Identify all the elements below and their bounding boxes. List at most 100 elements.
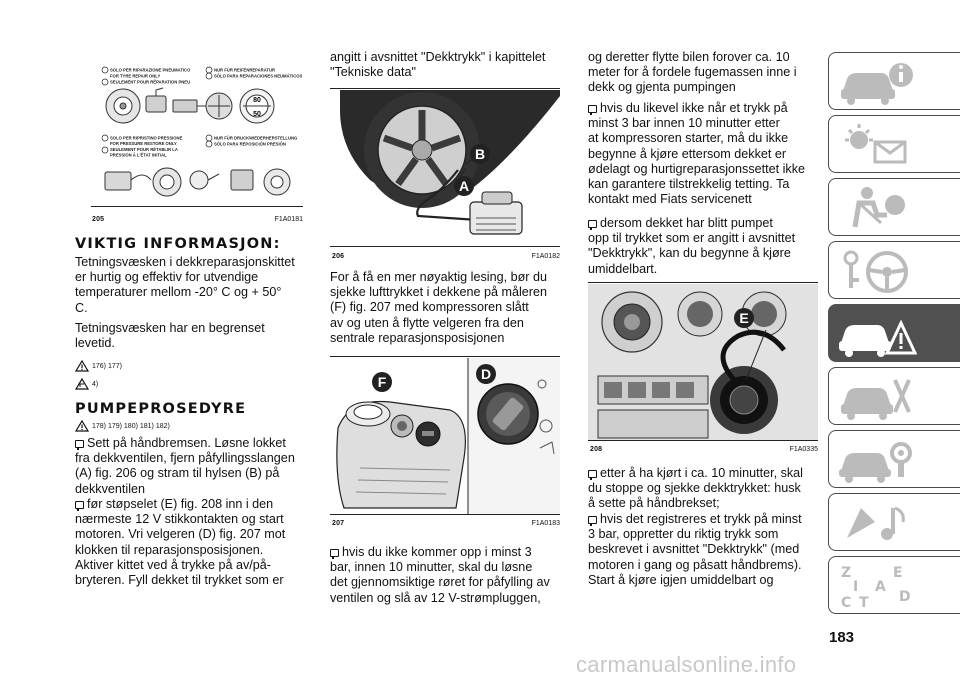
- fig205-code: F1A0181: [274, 216, 303, 223]
- col2-paragraph-1: angitt i avsnittet "Dekktrykk" i kapitte…: [330, 50, 545, 80]
- repair-kit-label-illustration: SOLO PER RIPARAZIONE PNEUMATICO FOR TYRE…: [91, 62, 303, 202]
- text-line: du stoppe og sjekke dekktrykket: husk: [588, 481, 801, 496]
- fig206-code: F1A0182: [531, 253, 560, 260]
- text-line: sjekke lufttrykket i dekkene på måleren: [330, 285, 547, 300]
- gauge-top-value: 80: [253, 97, 261, 104]
- warning-ref-1: 176) 177): [75, 360, 122, 372]
- text-line: det gjennomsiktige røret for påfylling a…: [330, 575, 550, 590]
- heading-viktig-informasjon: VIKTIG INFORMASJON:: [75, 236, 281, 252]
- fig207-number: 207: [332, 520, 345, 527]
- text-line: sentrale reparasjonsposisjonen: [330, 330, 505, 345]
- warning-triangle-icon: [75, 360, 89, 372]
- text-line: opp til trykket som er angitt i avsnitte…: [588, 231, 796, 246]
- maintenance-tools-icon: [841, 379, 911, 420]
- text-line: å sette på håndbrekset;: [588, 496, 720, 511]
- note-ref-text: 4): [92, 380, 99, 388]
- index-letter: T: [859, 595, 869, 611]
- chapter-tab-starting-driving[interactable]: [828, 241, 960, 299]
- text-line: er hurtig og effektiv for utvendige: [75, 270, 259, 285]
- text-line: dekkventilen: [75, 481, 146, 496]
- text-line: 3 bar, oppretter du riktig trykk som: [588, 527, 779, 542]
- fig205-label-9: NUR FÜR DRUCKWIEDERHERSTELLUNG: [214, 136, 297, 141]
- col3-paragraph-3: dersom dekket har blitt pumpet opp til t…: [588, 216, 795, 277]
- text-line: hvis du ikke kommer opp i minst 3: [330, 545, 550, 560]
- text-line: hvis du likevel ikke når et trykk på: [588, 101, 805, 116]
- text-line: ødelagt og hurtigreparasjonssettet ikke: [588, 161, 806, 176]
- warning-ref-text: 178) 179) 180) 181) 182): [92, 422, 170, 430]
- figure-207: F D: [330, 356, 560, 516]
- text-line: Start å kjøre igjen umiddelbart og: [588, 572, 774, 587]
- chapter-tab-car-info[interactable]: [828, 52, 960, 110]
- text-line: dersom dekket har blitt pumpet: [588, 216, 795, 231]
- dashboard-warning-icon: [845, 124, 907, 164]
- bullet-icon: [588, 105, 597, 115]
- note-ref-1: 4): [75, 378, 98, 390]
- text-line: Aktiver kittet ved å trykke på av/på-: [75, 557, 271, 572]
- text-line: beskrevet i avsnittet "Dekktrykk" (med: [588, 542, 800, 557]
- label-e-badge: E: [734, 308, 754, 328]
- chapter-tab-maintenance[interactable]: [828, 367, 960, 425]
- col1-paragraph-4: før støpselet (E) fig. 208 inn i den nær…: [75, 497, 285, 588]
- power-socket-illustration: [588, 284, 818, 440]
- text-line: bryteren. Fyll dekket til trykket som er: [75, 573, 284, 588]
- col3-paragraph-4: etter å ha kjørt i ca. 10 minutter, skal…: [588, 466, 803, 512]
- gauge-bottom-value: 50: [253, 111, 261, 118]
- text-line: dekk og gjenta pumpingen: [588, 80, 736, 95]
- warning-ref-2: 178) 179) 180) 181) 182): [75, 420, 170, 432]
- text-line: at kompressoren starter, må du ikke: [588, 131, 789, 146]
- fig208-number: 208: [590, 446, 603, 453]
- page-number: 183: [829, 629, 855, 646]
- compressor-selector-illustration: [336, 358, 560, 514]
- fig205-label-0: SOLO PER RIPARAZIONE PNEUMATICO: [110, 68, 191, 73]
- index-letter: D: [899, 589, 911, 605]
- index-letter: I: [853, 579, 858, 595]
- chapter-tab-multimedia[interactable]: [828, 493, 960, 551]
- text-line: nærmeste 12 V stikkontakten og start: [75, 512, 284, 527]
- chapter-tab-technical-data[interactable]: [828, 430, 960, 488]
- emergency-car-icon: [839, 319, 917, 357]
- fig207-code: F1A0183: [531, 520, 560, 527]
- col1-paragraph-1: Tetningsvæsken i dekkreparasjonskittet e…: [75, 255, 295, 316]
- fig205-label-6: FOR PRESSURE RESTORE ONLY: [110, 141, 177, 146]
- col2-paragraph-3: hvis du ikke kommer opp i minst 3 bar, i…: [330, 545, 550, 606]
- text-line: kontakt med Fiats servicenett: [588, 192, 752, 207]
- chapter-tab-index[interactable]: Z E A C T D I: [828, 556, 960, 614]
- text-line: "Tekniske data": [330, 65, 416, 80]
- text-line: klokken til reparasjonsposisjonen.: [75, 542, 264, 557]
- text-line: av og uten å flytte velgeren fra den: [330, 315, 524, 330]
- tyre-compressor-illustration: [340, 90, 560, 235]
- col3-paragraph-1: og deretter flytte bilen forover ca. 10 …: [588, 50, 797, 96]
- bullet-icon: [330, 549, 339, 559]
- caution-hand-icon: [75, 378, 89, 390]
- bullet-icon: [75, 440, 84, 450]
- text-line: Sett på håndbremsen. Løsne lokket: [75, 436, 295, 451]
- text-line: (F) fig. 207 med kompressoren slått: [330, 300, 529, 315]
- text-line: begynne å kjøre ettersom dekket er: [588, 146, 787, 161]
- chapter-tab-dashboard[interactable]: [828, 115, 960, 173]
- index-letter: A: [875, 579, 886, 595]
- col3-paragraph-2: hvis du likevel ikke når et trykk på min…: [588, 101, 805, 207]
- text-line: Tetningsvæsken har en begrenset: [75, 321, 265, 335]
- fig205-label-10: SÓLO PARA REPOSICIÓN PRESIÓN: [214, 142, 286, 147]
- chapter-tab-safety[interactable]: [828, 178, 960, 236]
- fig205-label-8: PRESSION À L'ÉTAT INITIAL: [110, 153, 167, 158]
- text-line: bar, innen 10 minutter, skal du løsne: [330, 560, 533, 575]
- bullet-icon: [588, 470, 597, 480]
- car-info-icon: [841, 63, 913, 105]
- text-line: og deretter flytte bilen forover ca. 10: [588, 50, 790, 64]
- fig206-number: 206: [332, 253, 345, 260]
- text-line: levetid.: [75, 336, 115, 351]
- text-line: For å få en mer nøyaktig lesing, bør du: [330, 270, 547, 284]
- airbag-seat-icon: [852, 187, 905, 228]
- bullet-icon: [588, 516, 597, 526]
- figure-205: SOLO PER RIPARAZIONE PNEUMATICO FOR TYRE…: [91, 62, 303, 210]
- index-letter: Z: [841, 565, 851, 581]
- text-line: ventilen og slå av 12 V-strømpluggen,: [330, 590, 541, 605]
- chapter-tab-emergency[interactable]: [828, 304, 960, 362]
- heading-pumpeprosedyre: PUMPEPROSEDYRE: [75, 401, 247, 417]
- label-d-badge: D: [476, 364, 496, 384]
- bullet-icon: [588, 220, 597, 230]
- fig205-label-2: SEULEMENT POUR RÉPARATION PNEU: [110, 80, 190, 85]
- text-line: temperaturer mellom -20° C og + 50°: [75, 285, 282, 300]
- text-line: (A) fig. 206 og stram til hylsen (B) på: [75, 466, 280, 481]
